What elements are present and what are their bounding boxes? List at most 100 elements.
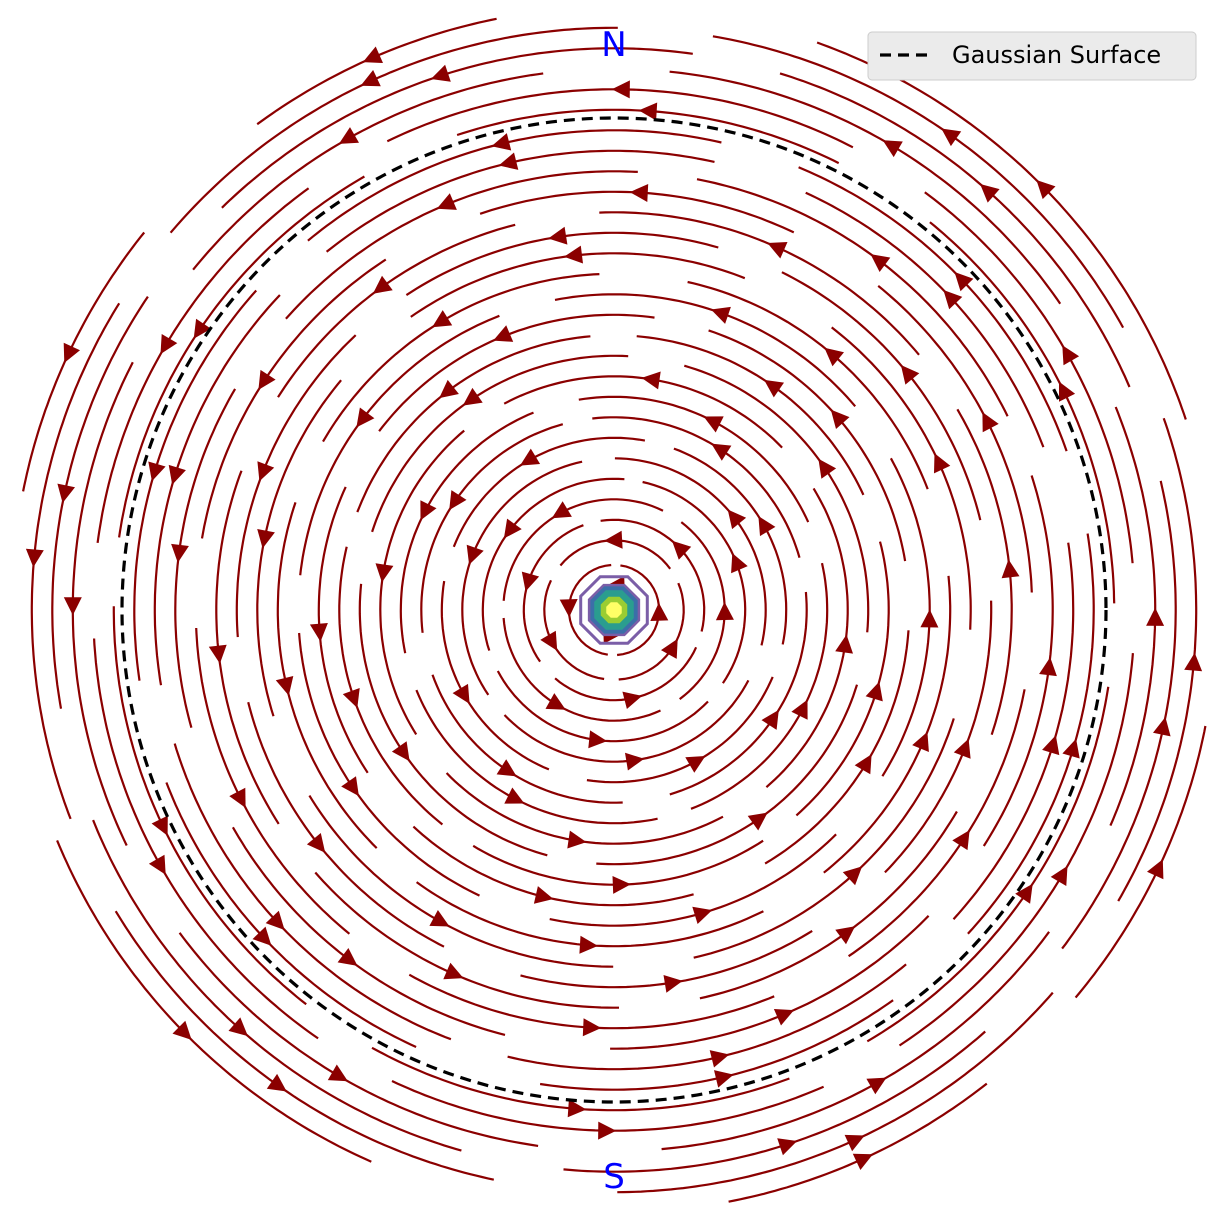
streamline-arrow bbox=[504, 787, 525, 804]
streamline-arrow bbox=[567, 1099, 587, 1118]
streamline-arrow bbox=[709, 1050, 730, 1068]
streamline-arrow bbox=[559, 599, 578, 618]
streamline-arrow bbox=[462, 387, 483, 406]
streamline-arrow bbox=[521, 571, 540, 592]
streamline-arrow bbox=[466, 544, 484, 565]
streamline bbox=[174, 388, 237, 728]
streamline-arrow bbox=[830, 409, 850, 429]
streamline-arrow bbox=[452, 683, 470, 704]
streamline-arrow bbox=[604, 530, 623, 549]
streamline-arrow bbox=[1062, 345, 1080, 366]
streamline bbox=[56, 839, 372, 1163]
streamline bbox=[1117, 417, 1198, 902]
streamline bbox=[408, 973, 775, 1030]
streamline-arrow bbox=[168, 464, 186, 485]
streamline-arrow bbox=[824, 347, 844, 367]
streamline bbox=[22, 231, 146, 492]
streamline-arrow bbox=[228, 1017, 248, 1037]
streamline-arrow bbox=[265, 910, 285, 930]
streamline bbox=[472, 839, 764, 886]
streamline bbox=[235, 334, 357, 638]
streamline-arrow bbox=[172, 1020, 192, 1040]
streamlines-group bbox=[22, 17, 1207, 1203]
streamline-arrow bbox=[629, 184, 649, 202]
streamline bbox=[314, 871, 619, 1009]
streamline bbox=[118, 175, 365, 538]
streamline-arrow bbox=[548, 226, 568, 245]
streamline-arrow bbox=[1062, 738, 1080, 759]
streamline-arrow bbox=[503, 518, 522, 539]
streamline-arrow bbox=[533, 886, 554, 904]
streamline bbox=[247, 701, 445, 948]
streamline bbox=[358, 583, 548, 857]
streamline-arrow bbox=[1039, 657, 1057, 677]
streamline-arrow bbox=[309, 623, 328, 642]
streamline-arrow bbox=[338, 127, 359, 144]
streamline bbox=[165, 782, 417, 1049]
streamline-arrow bbox=[980, 184, 1000, 203]
streamline bbox=[765, 487, 849, 789]
streamline-arrow bbox=[439, 379, 459, 399]
streamline-arrow bbox=[854, 754, 872, 775]
streamline-arrow bbox=[436, 193, 457, 210]
streamline-arrow bbox=[148, 854, 166, 875]
streamline bbox=[452, 436, 646, 548]
legend: Gaussian Surface bbox=[867, 31, 1197, 81]
streamline bbox=[866, 686, 1110, 1043]
streamline-arrow bbox=[520, 448, 541, 466]
streamline-arrow bbox=[342, 688, 360, 708]
streamline-arrow bbox=[449, 490, 467, 511]
streamline-arrow bbox=[912, 731, 929, 752]
streamline-arrow bbox=[588, 730, 608, 749]
streamline-arrow bbox=[564, 245, 583, 264]
streamline-arrow bbox=[148, 461, 166, 482]
streamline-arrow bbox=[496, 759, 517, 777]
streamline-arrow bbox=[703, 416, 724, 433]
streamline-arrow bbox=[432, 310, 453, 328]
streamline bbox=[445, 772, 724, 845]
streamline-arrow bbox=[598, 1121, 617, 1140]
streamline-arrow bbox=[818, 458, 837, 479]
streamline-arrow bbox=[1153, 717, 1171, 737]
south-pole-label: S bbox=[603, 1157, 625, 1197]
streamline-arrow bbox=[941, 128, 962, 147]
streamline bbox=[982, 475, 1054, 847]
streamline-arrow bbox=[866, 1077, 887, 1095]
streamline bbox=[586, 676, 774, 784]
streamline-arrow bbox=[493, 325, 514, 342]
streamline-arrow bbox=[934, 453, 951, 474]
streamline-arrow bbox=[641, 371, 661, 390]
source-contour bbox=[579, 575, 649, 645]
streamline-arrow bbox=[1050, 865, 1068, 886]
streamline-arrow bbox=[171, 543, 189, 563]
streamline-arrow bbox=[208, 644, 227, 664]
streamline-arrow bbox=[900, 365, 920, 385]
streamline-arrow bbox=[257, 529, 275, 549]
streamline-arrow bbox=[943, 290, 963, 310]
streamline-arrow bbox=[727, 509, 747, 530]
streamline-arrow bbox=[638, 102, 658, 121]
streamline bbox=[371, 354, 629, 533]
streamline-arrow bbox=[337, 948, 358, 966]
streamline bbox=[1074, 725, 1207, 999]
streamline-arrow bbox=[1042, 735, 1060, 756]
streamline-arrow bbox=[258, 369, 276, 390]
streamline-arrow bbox=[685, 756, 706, 773]
streamline bbox=[699, 810, 958, 1000]
streamline-arrow bbox=[1036, 180, 1056, 200]
streamline-arrow bbox=[661, 638, 678, 659]
streamline-arrow bbox=[579, 935, 598, 954]
streamline bbox=[92, 819, 462, 1152]
streamline-arrow bbox=[1184, 652, 1203, 672]
streamline-arrow bbox=[257, 461, 275, 482]
streamline-arrow bbox=[491, 133, 512, 151]
streamline-arrow bbox=[193, 318, 212, 339]
streamline-arrow bbox=[372, 275, 393, 294]
streamline-arrow bbox=[545, 693, 566, 710]
streamline bbox=[112, 606, 307, 1006]
streamline-arrow bbox=[356, 407, 375, 428]
streamline-arrow bbox=[835, 634, 853, 654]
streamline-arrow bbox=[692, 906, 713, 924]
streamline-arrow bbox=[1001, 559, 1020, 579]
streamline-arrow bbox=[882, 140, 903, 158]
